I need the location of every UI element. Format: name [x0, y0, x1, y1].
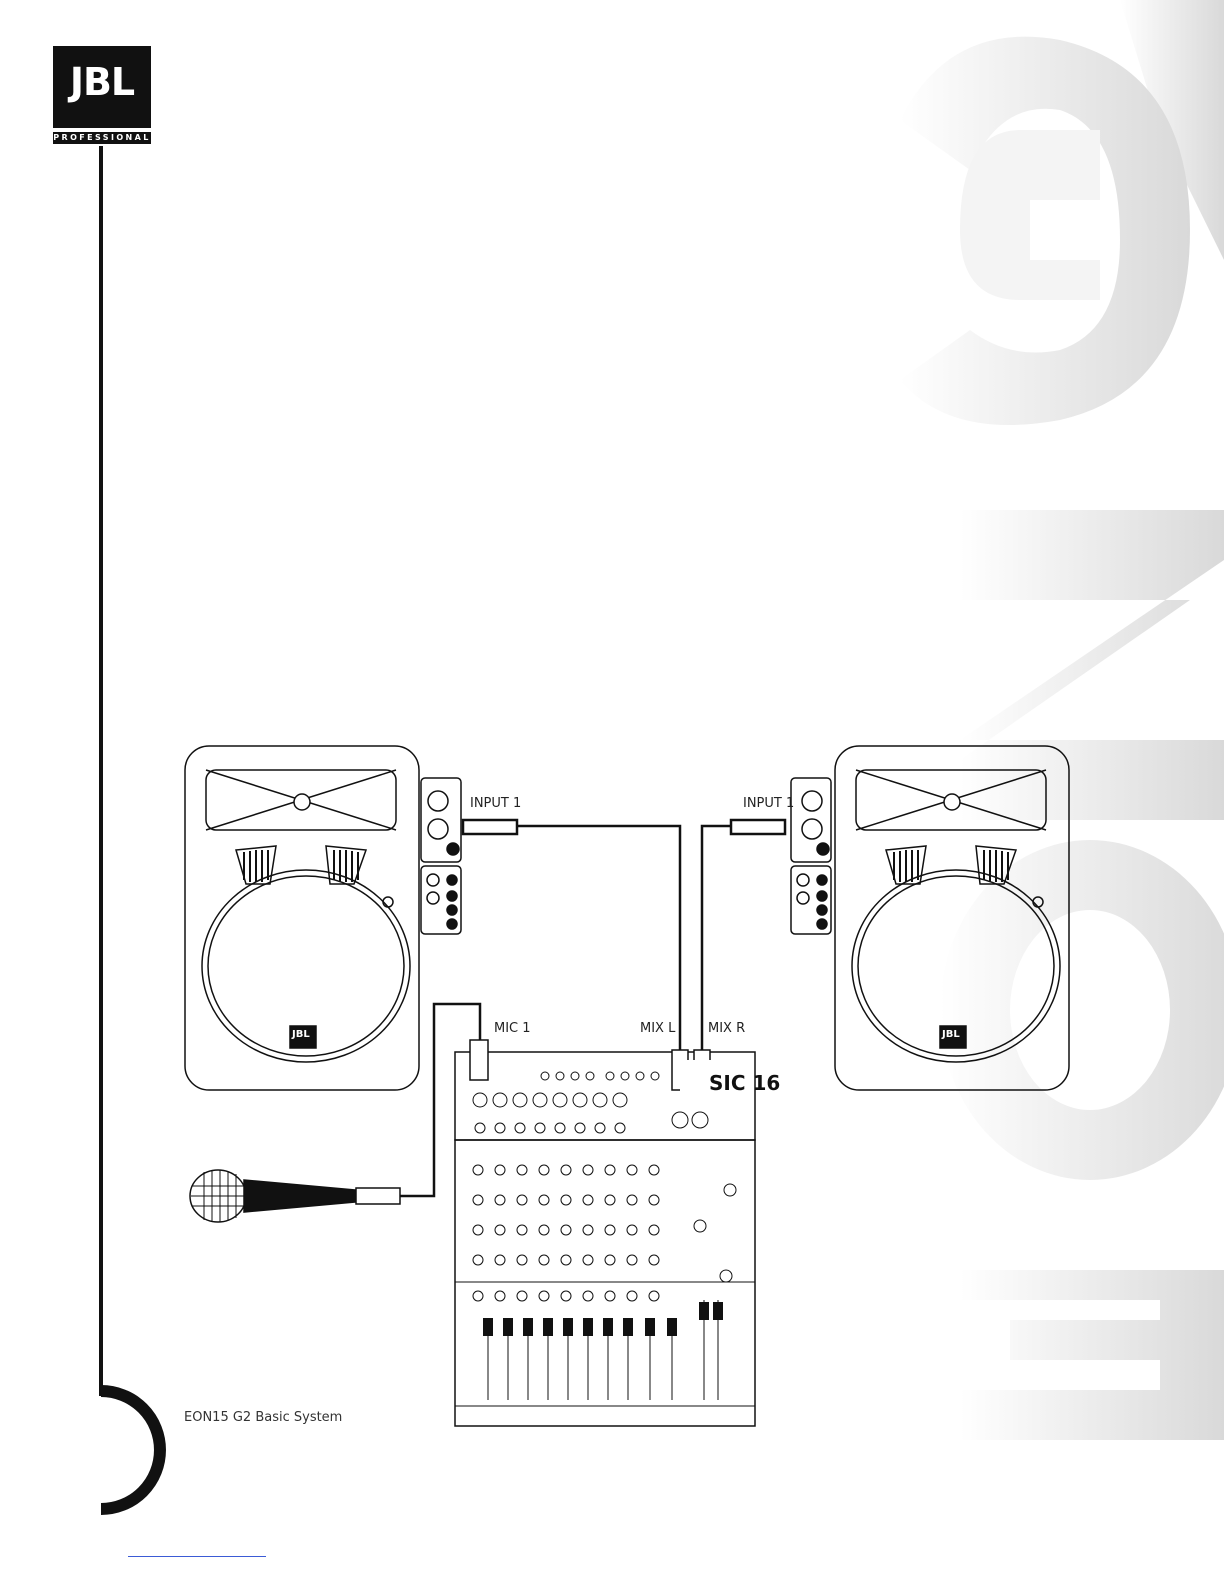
- mixer: [455, 1040, 755, 1426]
- left-input-panel: [421, 778, 461, 934]
- right-speaker-badge: JBL: [942, 1029, 960, 1040]
- right-input-panel: [791, 778, 831, 934]
- page-corner-arc: [101, 1385, 167, 1515]
- mix-l-label: MIX L: [640, 1021, 675, 1036]
- microphone: [190, 1170, 400, 1222]
- mic-1-label: MIC 1: [494, 1021, 531, 1036]
- mixer-model-text: SIC 16: [709, 1071, 780, 1095]
- mix-r-label: MIX R: [708, 1021, 745, 1036]
- left-speaker-badge: JBL: [292, 1029, 310, 1040]
- footer-link-underline[interactable]: [128, 1556, 266, 1557]
- figure-caption: EON15 G2 Basic System: [184, 1410, 342, 1425]
- right-input-label: INPUT 1: [743, 796, 794, 811]
- left-input-label: INPUT 1: [470, 796, 521, 811]
